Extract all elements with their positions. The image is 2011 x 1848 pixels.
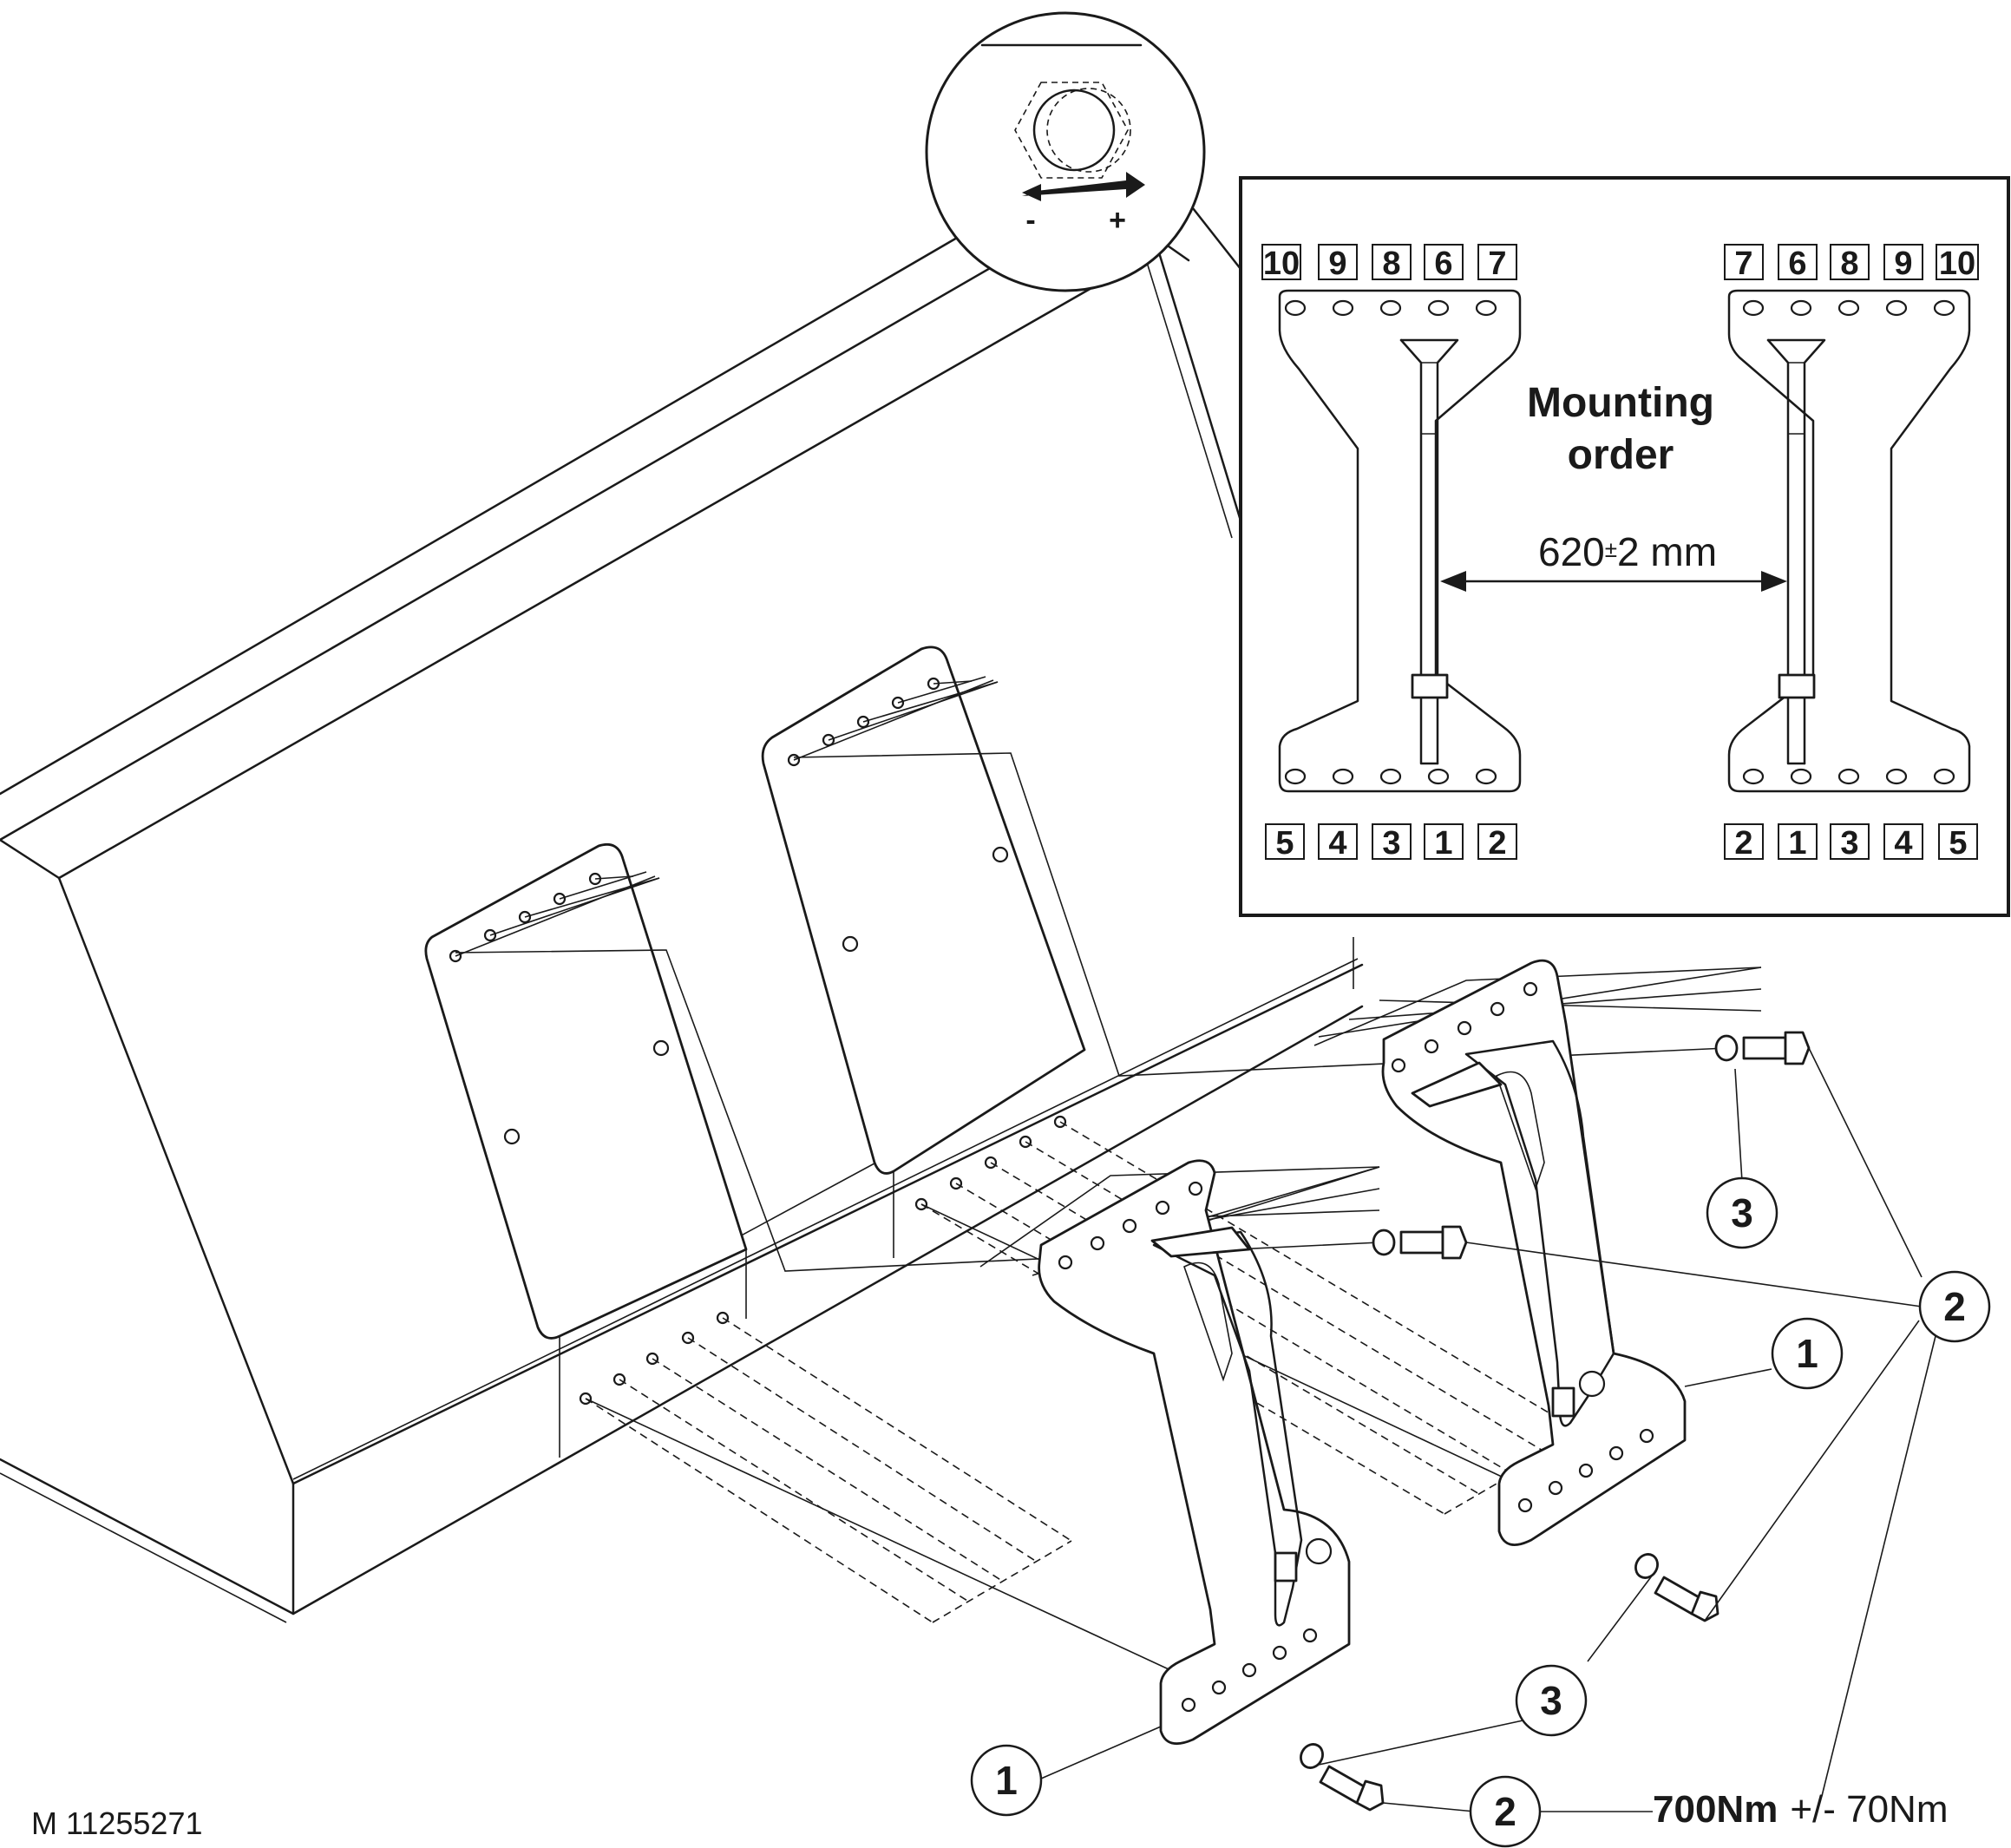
left-bottom-order-boxes: 5 4 3 1 2 [1265, 823, 1517, 862]
svg-text:4: 4 [1328, 825, 1346, 862]
svg-text:3: 3 [1382, 825, 1400, 862]
leader-lines [1040, 1047, 1937, 1812]
right-top-order-boxes: 7 6 8 9 10 [1724, 244, 1979, 282]
right-bottom-order-boxes: 2 1 3 4 5 [1724, 823, 1978, 862]
inset-right-bottom-holes [1742, 768, 1955, 785]
mounting-order-inset: 620±2 mm Mounting order 10 9 8 6 7 5 4 3… [1239, 176, 2010, 917]
bracket-left [1038, 1159, 1351, 1746]
housing-plate-right [761, 645, 1086, 1175]
detail-minus-label: - [1025, 204, 1035, 237]
svg-text:2: 2 [1488, 825, 1506, 862]
svg-text:5: 5 [1275, 825, 1294, 862]
inset-right-top-holes [1742, 299, 1955, 317]
svg-text:1: 1 [1796, 1331, 1818, 1376]
inset-plate-right [1727, 289, 1971, 793]
detail-plus-label: + [1109, 204, 1126, 237]
housing-body [0, 217, 1364, 1623]
svg-text:2: 2 [1494, 1789, 1516, 1834]
left-top-order-boxes: 10 9 8 6 7 [1261, 244, 1517, 282]
torque-value: 700Nm [1653, 1788, 1778, 1831]
bracket-right [1381, 959, 1687, 1547]
svg-text:6: 6 [1434, 246, 1452, 282]
inset-left-bottom-holes [1284, 768, 1497, 785]
projection-lines [455, 676, 1762, 1675]
svg-text:9: 9 [1894, 246, 1912, 282]
svg-text:4: 4 [1894, 825, 1912, 862]
inset-plate-left [1278, 289, 1522, 793]
svg-text:9: 9 [1328, 246, 1346, 282]
svg-text:2: 2 [1734, 825, 1752, 862]
svg-text:2: 2 [1943, 1284, 1966, 1329]
svg-text:5: 5 [1949, 825, 1967, 862]
torque-spec: 700Nm +/- 70Nm [1653, 1788, 1948, 1831]
inset-dimension: 620±2 mm [1440, 529, 1787, 592]
inset-left-top-holes [1284, 299, 1497, 317]
inset-title-line2: order [1568, 432, 1674, 478]
callout-bracket-right: 1 [1771, 1317, 1844, 1390]
svg-text:10: 10 [1939, 246, 1975, 282]
bolt-washer-lower-left [1300, 1743, 1385, 1812]
svg-text:8: 8 [1382, 246, 1400, 282]
svg-text:1: 1 [1788, 825, 1806, 862]
bolt-washer-upper-right [1714, 1031, 1811, 1065]
svg-text:3: 3 [1540, 1678, 1562, 1723]
svg-text:1: 1 [995, 1758, 1018, 1803]
svg-text:7: 7 [1488, 246, 1506, 282]
svg-text:1: 1 [1434, 825, 1452, 862]
callout-bolt-bottom: 2 [1469, 1775, 1542, 1848]
svg-text:3: 3 [1731, 1190, 1753, 1235]
bolt-washer-lower-right [1634, 1553, 1720, 1622]
torque-tolerance: +/- 70Nm [1790, 1788, 1948, 1831]
svg-text:620±2 mm: 620±2 mm [1538, 529, 1717, 574]
svg-text:7: 7 [1734, 246, 1752, 282]
bolt-washer-middle [1372, 1225, 1468, 1260]
callout-bolt-right: 2 [1918, 1270, 1991, 1343]
inset-title-line1: Mounting [1527, 380, 1714, 426]
dimension-tolerance: ± [1605, 536, 1617, 562]
dimension-value: 620 [1538, 529, 1605, 574]
housing-plate-left [424, 842, 748, 1340]
dimension-rest: 2 mm [1617, 529, 1717, 574]
figure-reference: M 11255271 [31, 1805, 203, 1841]
callout-bracket-left: 1 [970, 1744, 1043, 1817]
callout-washer-bottom: 3 [1515, 1664, 1588, 1737]
detail-magnifier: - + [925, 11, 1242, 292]
svg-text:8: 8 [1840, 246, 1858, 282]
svg-text:3: 3 [1840, 825, 1858, 862]
svg-text:700Nm+/- 70Nm: 700Nm +/- 70Nm [1653, 1788, 1948, 1831]
callout-washer-top: 3 [1706, 1176, 1778, 1249]
svg-text:6: 6 [1788, 246, 1806, 282]
svg-text:10: 10 [1263, 246, 1300, 282]
